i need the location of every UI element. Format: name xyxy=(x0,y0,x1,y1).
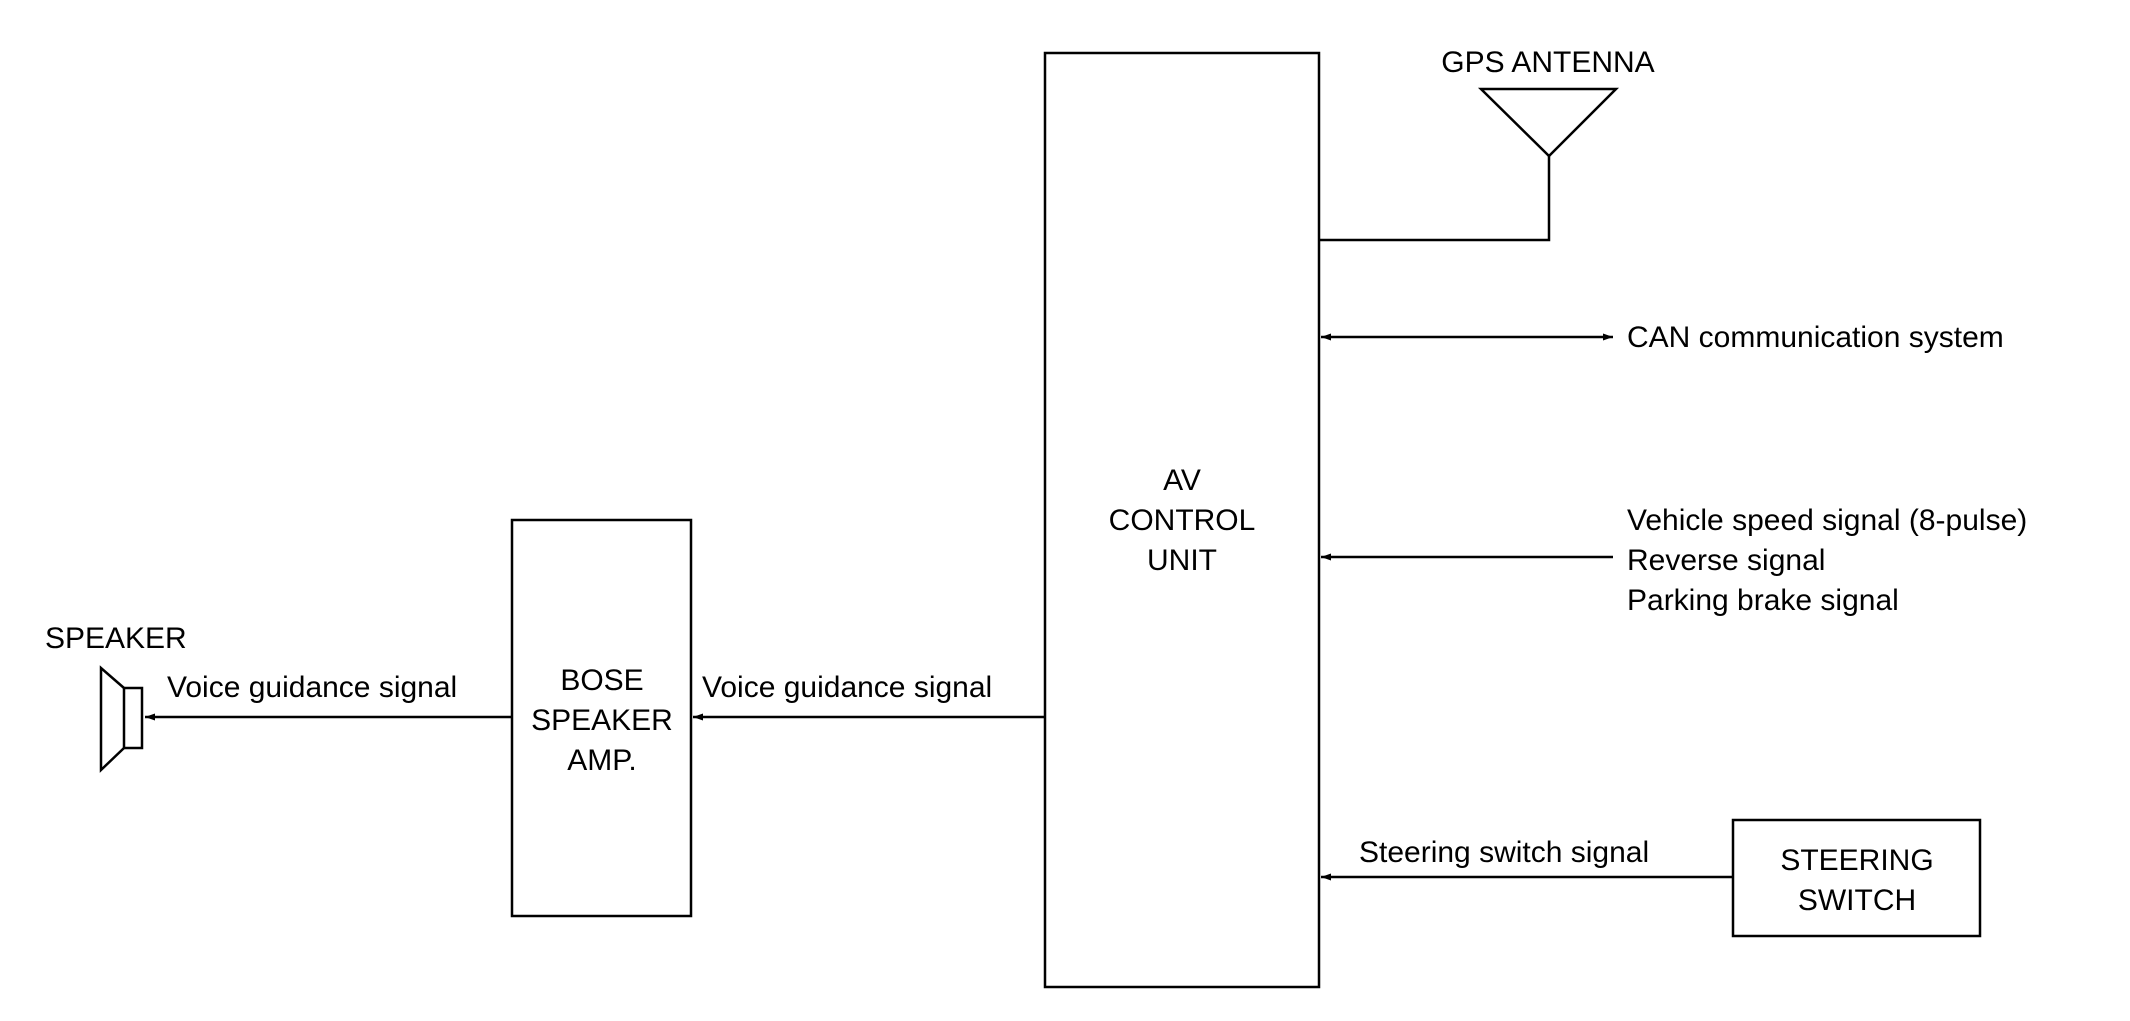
av-control-unit-block: AV CONTROL UNIT xyxy=(1043,51,1321,989)
gps-antenna-label: GPS ANTENNA xyxy=(1441,46,1654,79)
vehicle-speed-signal-label: Vehicle speed signal (8-pulse) xyxy=(1627,504,2027,537)
can-link: CAN communication system xyxy=(1321,321,2004,354)
speaker: SPEAKER xyxy=(45,622,187,773)
gps-antenna: GPS ANTENNA xyxy=(1319,46,1655,242)
av-control-unit-label-line1: AV xyxy=(1163,464,1201,497)
steering-switch-label-line1: STEERING xyxy=(1780,844,1933,877)
steering-switch-block: STEERING SWITCH xyxy=(1731,818,1982,938)
bose-amp-label-line3: AMP. xyxy=(567,744,636,777)
parking-brake-signal-label: Parking brake signal xyxy=(1627,584,1899,617)
bose-speaker-amp-block: BOSE SPEAKER AMP. xyxy=(510,518,693,918)
bose-amp-label-line1: BOSE xyxy=(560,664,643,697)
steering-switch-signal-label: Steering switch signal xyxy=(1359,836,1649,869)
voice-guidance-label-1: Voice guidance signal xyxy=(702,671,992,704)
av-control-unit-label-line3: UNIT xyxy=(1147,544,1217,577)
can-label: CAN communication system xyxy=(1627,321,2004,354)
vehicle-signals-link: Vehicle speed signal (8-pulse) Reverse s… xyxy=(1321,504,2027,617)
antenna-icon xyxy=(1477,87,1620,158)
reverse-signal-label: Reverse signal xyxy=(1627,544,1825,577)
bose-amp-label-line2: SPEAKER xyxy=(531,704,673,737)
steering-switch-signal-link: Steering switch signal xyxy=(1321,836,1733,881)
steering-switch-label-line2: SWITCH xyxy=(1798,884,1916,917)
av-control-unit-label-line2: CONTROL xyxy=(1109,504,1256,537)
speaker-label: SPEAKER xyxy=(45,622,187,655)
antenna-wire xyxy=(1319,156,1551,242)
voice-guidance-link-amp-to-speaker: Voice guidance signal xyxy=(145,671,512,721)
speaker-icon xyxy=(99,665,144,773)
voice-guidance-label-2: Voice guidance signal xyxy=(167,671,457,704)
voice-guidance-link-av-to-amp: Voice guidance signal xyxy=(693,671,1045,721)
